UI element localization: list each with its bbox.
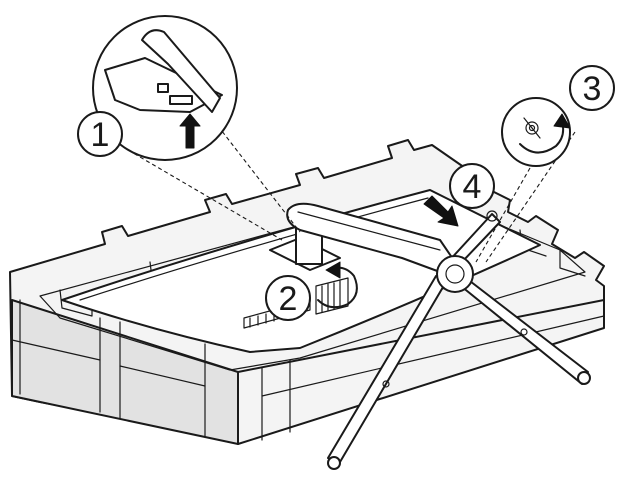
up-arrow-icon	[179, 113, 201, 149]
step-number-4: 4	[449, 163, 495, 209]
step-number-2: 2	[265, 275, 311, 321]
detail-callout-step-1	[92, 15, 238, 161]
step-number-1-label: 1	[91, 116, 110, 154]
tripod-base	[327, 210, 591, 470]
rotate-arrow-icon	[317, 266, 358, 309]
rotate-screw-icon	[519, 121, 565, 154]
step-number-3: 3	[569, 65, 615, 111]
guide-lines	[127, 125, 576, 263]
step-number-3-label: 3	[583, 70, 602, 108]
detail-callout-step-3	[501, 97, 571, 167]
step-number-1: 1	[77, 111, 123, 157]
step-4-down-marker	[423, 195, 459, 227]
down-arrow-icon	[423, 195, 459, 227]
step-number-2-label: 2	[279, 280, 298, 318]
step-2-rotate-marker	[317, 261, 358, 309]
step-number-4-label: 4	[463, 168, 482, 206]
